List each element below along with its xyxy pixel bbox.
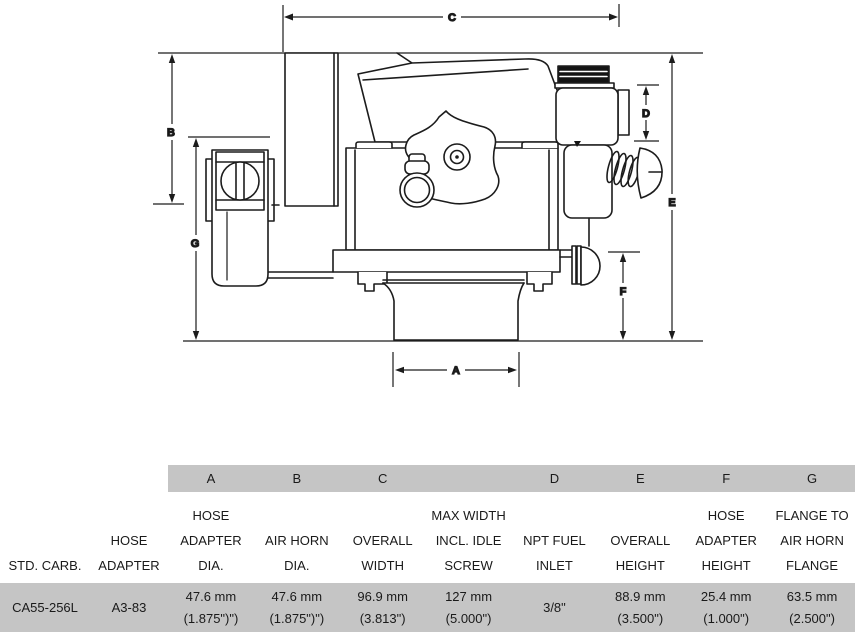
dim-label-b: B — [167, 127, 175, 139]
dimension-b: B — [153, 54, 184, 205]
dim-label-e: E — [668, 197, 675, 209]
value-hose-adapter: A3-83 — [111, 599, 147, 615]
throttle-knob — [571, 245, 601, 286]
mounting-plate — [332, 249, 561, 273]
dim-label-g: G — [191, 238, 200, 250]
band-cell-e: E — [597, 465, 684, 492]
header-std-carb: STD. CARB. — [8, 558, 82, 573]
value-air-horn-dia: 47.6 mm (1.875")") — [269, 588, 325, 626]
header-hose-adapter: HOSE ADAPTER — [98, 533, 160, 573]
dimension-f: F — [608, 251, 640, 340]
reference-lines — [158, 52, 703, 342]
band-cell-a: A — [168, 465, 254, 492]
header-hose-adapter-dia: HOSE ADAPTER DIA. — [180, 508, 242, 573]
spec-table: A B C D E F G STD. CARB. HOSE ADAPTER HO… — [0, 465, 855, 632]
carburetor-drawing-svg: C B G — [153, 4, 703, 387]
hose-barb — [557, 65, 610, 84]
dim-label-a: A — [452, 365, 460, 377]
value-hose-adapter-height: 25.4 mm (1.000") — [700, 588, 752, 626]
header-overall-height: OVERALL HEIGHT — [610, 533, 671, 573]
dimension-lines: C B G — [153, 4, 680, 387]
header-flange-to-air-horn-flange: FLANGE TO AIR HORN FLANGE — [775, 508, 849, 573]
hose-adapter-outlet — [382, 282, 525, 341]
dimension-letter-row: A B C D E F G — [0, 465, 855, 492]
value-max-width: 127 mm (5.000") — [445, 588, 493, 626]
value-std-carb: CA55-256L — [12, 599, 78, 615]
band-cell-g: G — [769, 465, 855, 492]
header-overall-width: OVERALL WIDTH — [352, 533, 413, 573]
dimension-d: D — [634, 84, 659, 142]
header-air-horn-dia: AIR HORN DIA. — [265, 533, 329, 573]
carburetor-technical-drawing: C B G — [153, 4, 703, 387]
band-cell-d: D — [511, 465, 598, 492]
spec-data-row: CA55-256L A3-83 47.6 mm (1.875")") 47.6 … — [0, 583, 855, 632]
fuel-pump-component — [205, 149, 334, 287]
dimension-e: E — [665, 54, 680, 340]
dim-label-d: D — [642, 108, 650, 120]
dimension-g: G — [188, 136, 270, 340]
dimension-c: C — [282, 4, 620, 52]
header-hose-adapter-height: HOSE ADAPTER HEIGHT — [695, 508, 757, 573]
band-cell-hose-adapter — [90, 465, 168, 492]
band-cell-f: F — [683, 465, 770, 492]
band-cell-c: C — [339, 465, 426, 492]
carburetor-body-outline — [205, 52, 663, 341]
dim-label-f: F — [620, 286, 627, 298]
value-hose-adapter-dia: 47.6 mm (1.875")") — [183, 588, 239, 626]
header-npt-fuel-inlet: NPT FUEL INLET — [523, 533, 586, 573]
dim-label-c: C — [448, 12, 456, 24]
fuel-inlet-body — [555, 87, 619, 146]
value-overall-height: 88.9 mm (3.500") — [615, 588, 666, 626]
idle-screw — [606, 147, 663, 199]
value-overall-width: 96.9 mm (3.813") — [357, 588, 408, 626]
dimension-a: A — [392, 352, 520, 387]
header-max-width: MAX WIDTH INCL. IDLE SCREW — [431, 508, 506, 573]
column-header-row: STD. CARB. HOSE ADAPTER HOSE ADAPTER DIA… — [0, 492, 855, 583]
band-cell-std-carb — [0, 465, 90, 492]
value-flange-to-air-horn-flange: 63.5 mm (2.500") — [786, 588, 838, 626]
band-cell-maxwidth — [425, 465, 512, 492]
band-cell-b: B — [253, 465, 340, 492]
air-horn-flange — [284, 52, 339, 207]
inlet-lower-body — [563, 144, 613, 219]
value-npt-fuel-inlet: 3/8" — [543, 599, 566, 615]
